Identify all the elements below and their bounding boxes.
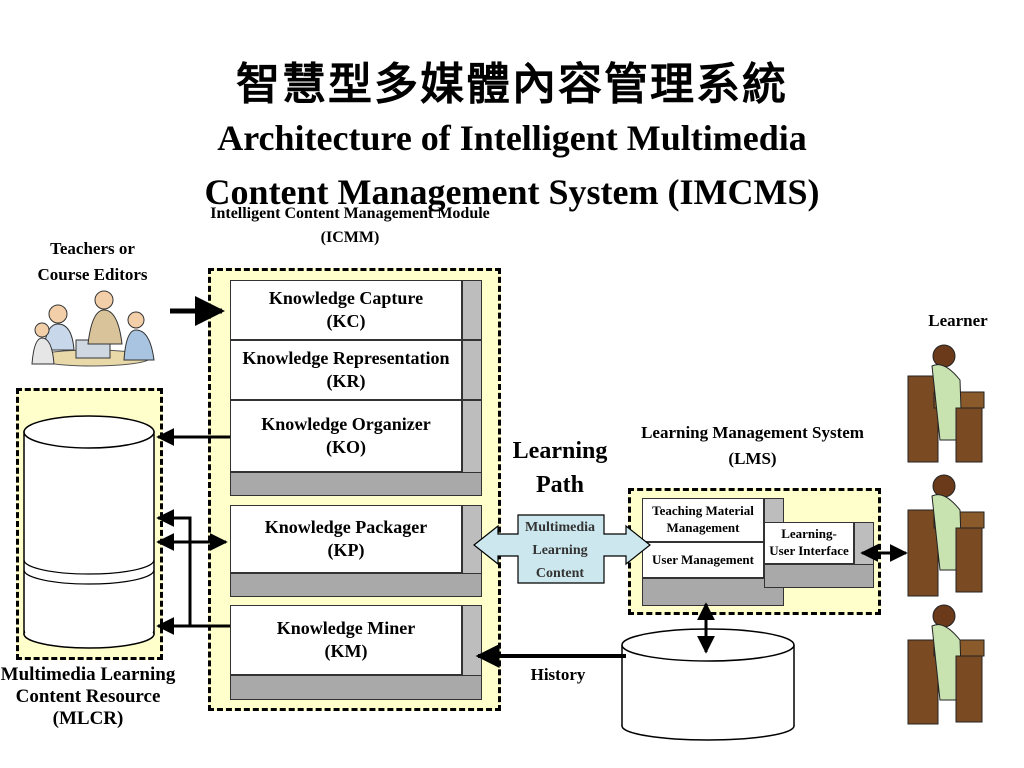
- lor-line3: (LOR): [70, 528, 108, 543]
- icmm-label: Intelligent Content Management Module (I…: [150, 202, 550, 250]
- learner-label: Learner: [928, 311, 988, 330]
- knowledge-organizer-abbr: (KO): [326, 437, 366, 457]
- learning-path-label: Learning Path: [500, 434, 620, 502]
- teachers-line2: Course Editors: [37, 265, 148, 284]
- tskb-line3: (TS-KB): [65, 627, 113, 642]
- multimedia-learning-content-label: Multimedia Learning Content: [514, 516, 606, 585]
- learning-path-line1: Learning: [512, 438, 608, 464]
- mlcr-label: Multimedia Learning Content Resource (ML…: [0, 664, 176, 730]
- learner-clipart-1: [907, 344, 985, 463]
- learner-clipart-3: [907, 604, 985, 725]
- knowledge-miner-name: Knowledge Miner: [276, 617, 416, 638]
- mlcr-label-line1: Multimedia Learning: [0, 664, 176, 685]
- learning-path-line2: Path: [536, 472, 584, 498]
- learning-user-interface-box: Learning- User Interface: [764, 522, 874, 588]
- teachers-line1: Teachers or: [50, 239, 135, 258]
- lrdb-line2: (LR-DB): [683, 712, 733, 727]
- history-label: History: [530, 665, 586, 684]
- box-side: [462, 280, 482, 340]
- lui-line2: User Interface: [769, 543, 849, 558]
- lms-title-line1: Learning Management System: [641, 423, 864, 442]
- box-side: [462, 340, 482, 400]
- title-english-line2: Content Management System (IMCMS): [204, 172, 820, 212]
- icmm-label-line1: Intelligent Content Management Module: [210, 205, 490, 222]
- knowledge-representation-face: Knowledge Representation (KR): [230, 340, 462, 400]
- knowledge-packager-abbr: (KP): [327, 540, 365, 560]
- mlcr-label-line3: (MLCR): [52, 708, 124, 729]
- lms-title: Learning Management System (LMS): [615, 420, 890, 472]
- mlcr-label-line2: Content Resource: [15, 686, 161, 707]
- knowledge-capture-abbr: (KC): [326, 311, 366, 331]
- lor-line1: Learning Object: [42, 488, 136, 503]
- knowledge-packager-name: Knowledge Packager: [264, 516, 428, 537]
- tskb-line2: Knowledge Base: [43, 607, 135, 622]
- lrdb-label: Learning Record Database (LR-DB): [620, 690, 796, 730]
- box-bottom: [764, 564, 874, 588]
- lor-label: Learning Object Repository (LOR): [22, 486, 156, 546]
- lui-line1: Learning-: [781, 526, 837, 542]
- box-bottom: [230, 472, 482, 496]
- icmm-label-line2: (ICMM): [320, 229, 380, 246]
- teachers-label: Teachers or Course Editors: [20, 236, 165, 288]
- knowledge-packager-face: Knowledge Packager (KP): [230, 505, 462, 573]
- mlc-line2: Learning: [532, 543, 588, 558]
- user-management-label: User Management: [652, 551, 754, 567]
- title-chinese: 智慧型多媒體內容管理系統: [236, 59, 788, 110]
- knowledge-organizer-face: Knowledge Organizer (KO): [230, 400, 462, 472]
- teachers-clipart: [31, 290, 155, 367]
- knowledge-capture-name: Knowledge Capture: [268, 287, 424, 308]
- knowledge-miner-box: Knowledge Miner (KM): [230, 605, 482, 700]
- knowledge-capture-box: Knowledge Capture (KC): [230, 280, 482, 340]
- user-management-face: User Management: [642, 542, 764, 578]
- lor-line2: Repository: [58, 508, 120, 523]
- knowledge-representation-abbr: (KR): [326, 371, 366, 391]
- box-bottom: [642, 578, 784, 606]
- title-english-line1: Architecture of Intelligent Multimedia: [217, 118, 807, 158]
- box-bottom: [230, 573, 482, 597]
- knowledge-packager-box: Knowledge Packager (KP): [230, 505, 482, 597]
- learning-user-interface-face: Learning- User Interface: [764, 522, 854, 564]
- knowledge-capture-face: Knowledge Capture (KC): [230, 280, 462, 340]
- lrdb-line1: Learning Record Database: [633, 692, 783, 707]
- tskb-label: Teaching Strategy Knowledge Base (TS-KB): [22, 585, 156, 645]
- knowledge-miner-abbr: (KM): [324, 641, 368, 661]
- learner-clipart-2: [907, 474, 985, 597]
- teaching-material-management-face: Teaching Material Management: [642, 498, 764, 542]
- mlc-line3: Content: [535, 566, 585, 581]
- knowledge-miner-face: Knowledge Miner (KM): [230, 605, 462, 675]
- tmm-line2: Management: [666, 520, 740, 535]
- knowledge-representation-box: Knowledge Representation (KR): [230, 340, 482, 400]
- knowledge-representation-name: Knowledge Representation: [242, 347, 450, 368]
- knowledge-organizer-box: Knowledge Organizer (KO): [230, 400, 482, 496]
- mlc-line1: Multimedia: [525, 520, 595, 535]
- lms-left-box: Teaching Material Management User Manage…: [642, 498, 784, 606]
- knowledge-organizer-name: Knowledge Organizer: [261, 413, 431, 434]
- tskb-line1: Teaching Strategy: [38, 587, 140, 602]
- box-bottom: [230, 675, 482, 700]
- lms-title-line2: (LMS): [728, 449, 777, 468]
- tmm-line1: Teaching Material: [652, 503, 754, 519]
